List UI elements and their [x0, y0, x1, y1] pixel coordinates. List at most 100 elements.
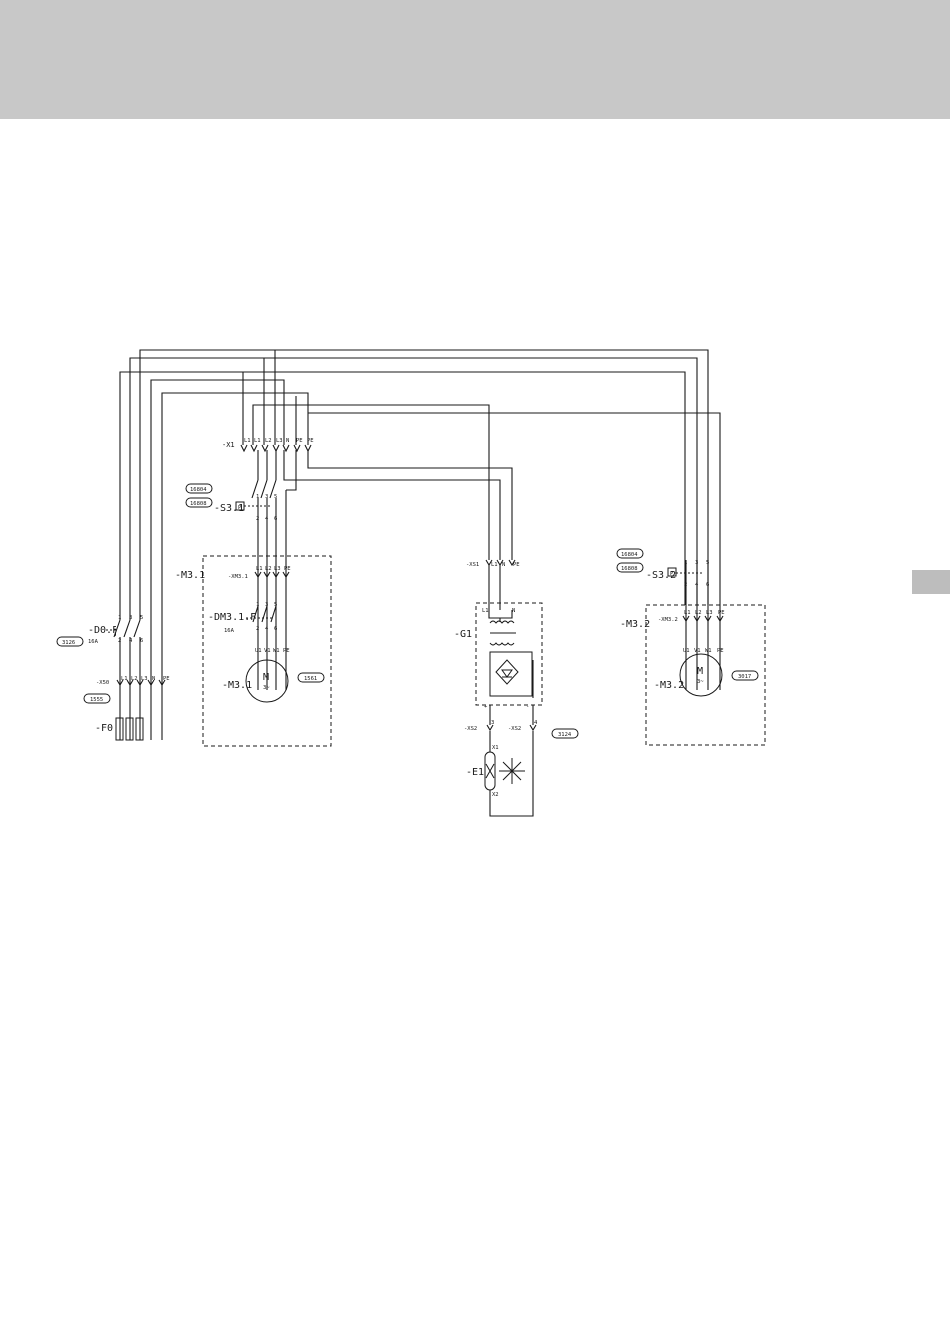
- lamp-terminal: X2: [492, 792, 499, 798]
- e1-label: -E1: [466, 767, 484, 778]
- motor-phase: 3~: [697, 679, 704, 685]
- motor-m31-circle: [245, 659, 289, 703]
- x1-terminal: PE: [307, 438, 314, 444]
- d0f-label: -D0.F: [88, 625, 118, 636]
- g1-input: L1: [482, 608, 489, 614]
- motor-terminal: W1: [273, 648, 280, 654]
- x1-label: -X1: [222, 441, 235, 449]
- pressure-symbol: P: [670, 571, 674, 577]
- motor-terminal: U1: [255, 648, 262, 654]
- xm31-terminal: L1: [256, 566, 263, 572]
- motor-terminal: V1: [264, 648, 271, 654]
- motor-terminal: V1: [694, 648, 701, 654]
- xm32-terminal: L1: [684, 610, 691, 616]
- contact-number: 6: [274, 626, 277, 632]
- ref-tag: 16808: [190, 501, 207, 507]
- xm31-terminal: L3: [274, 566, 281, 572]
- xm32-label: -XM3.2: [658, 617, 678, 623]
- ref-tag: 1561: [304, 676, 317, 682]
- dm31f-label: -DM3.1.F: [208, 612, 256, 623]
- contact-number: 5: [274, 494, 277, 500]
- xm32-terminal: L3: [706, 610, 713, 616]
- xs1-label: -XS1: [466, 562, 479, 568]
- contact-number: 5: [140, 615, 143, 621]
- ref-tag: 3124: [558, 732, 572, 738]
- d0f-breaker: -D0.F 16A 1 3 5 2 4 6 3126: [56, 615, 146, 647]
- contact-number: 2: [684, 582, 687, 588]
- contact-number: 5: [706, 560, 709, 566]
- bus-wiring: [119, 349, 721, 740]
- m31-box-label: -M3.1: [175, 570, 205, 581]
- g1-label: -G1: [454, 629, 472, 640]
- contact-number: 4: [265, 626, 269, 632]
- motor-symbol: M: [697, 666, 703, 677]
- d0f-rating: 16A: [88, 639, 99, 645]
- x50-terminal-strip: -X50 L1 L2 L3 N PE 1555: [83, 676, 170, 704]
- contact-number: 6: [706, 582, 709, 588]
- xs1-connector: -XS1 L1 N PE: [466, 559, 520, 568]
- dc-polarity: +: [484, 704, 488, 710]
- motor-terminal: PE: [717, 648, 724, 654]
- ref-tag: 3017: [738, 674, 751, 680]
- motor-m32-circle: [679, 653, 723, 697]
- x1-terminal: L1: [244, 438, 251, 444]
- x50-terminal: PE: [163, 676, 170, 682]
- x50-terminal: L3: [141, 676, 148, 682]
- header-band: [0, 0, 950, 119]
- contact-number: 6: [274, 516, 277, 522]
- contact-number: 2: [256, 516, 259, 522]
- ref-tag: 1555: [90, 697, 103, 703]
- dc-polarity: -: [526, 704, 529, 710]
- contact-number: 3: [265, 602, 268, 608]
- xs2-connector: -XS2 -XS2 3 4 3124: [464, 705, 579, 739]
- ref-tag: 16804: [190, 487, 207, 493]
- ref-tag: 3126: [62, 640, 75, 646]
- chapter-tab: [912, 570, 950, 594]
- xm32-terminal: PE: [718, 610, 725, 616]
- s31-label: -S3.1: [214, 503, 244, 514]
- s32-switch: 16804 16808 -S3.2 P 1 3 5 2 4 6: [616, 548, 709, 588]
- m31-unit: -M3.1 -XM3.1 L1 L2 L3 PE -DM3.1.F 16A 1 …: [175, 555, 332, 747]
- g1-power-supply: -G1 L1 N + -: [454, 602, 543, 710]
- m32-unit: -M3.2 -XM3.2 L1 L2 L3 PE U1 V1 W1 PE M 3…: [620, 604, 766, 746]
- ref-tag: 16804: [621, 552, 638, 558]
- lamp-terminal: X1: [492, 745, 499, 751]
- contact-number: 1: [256, 602, 259, 608]
- contact-number: 3: [129, 615, 132, 621]
- contact-number: 4: [129, 638, 133, 644]
- xs2-terminal: 4: [534, 720, 538, 726]
- x50-label: -X50: [96, 680, 109, 686]
- motor-symbol: M: [263, 672, 269, 683]
- contact-number: 5: [274, 602, 277, 608]
- xs1-terminal: N: [502, 562, 505, 568]
- x1-terminal: PE: [296, 438, 303, 444]
- contact-number: 1: [118, 615, 121, 621]
- x1-terminal: L1: [254, 438, 261, 444]
- x1-terminal: L2: [265, 438, 272, 444]
- xs2-left-label: -XS2: [464, 726, 477, 732]
- xm31-label: -XM3.1: [228, 574, 248, 580]
- contact-number: 2: [256, 626, 259, 632]
- motor-terminal: U1: [683, 648, 690, 654]
- f0-label: -F0: [95, 723, 113, 734]
- xm32-terminal: L2: [695, 610, 702, 616]
- x50-terminal: L2: [131, 676, 138, 682]
- dm31f-rating: 16A: [224, 628, 235, 634]
- contact-number: 1: [684, 560, 687, 566]
- xs2-right-label: -XS2: [508, 726, 521, 732]
- s32-label: -S3.2: [646, 570, 676, 581]
- contact-number: 3: [265, 494, 268, 500]
- xm31-terminal: L2: [265, 566, 272, 572]
- contact-number: 3: [695, 560, 698, 566]
- xs2-terminal: 3: [491, 720, 494, 726]
- motor-phase: 3~: [263, 685, 270, 691]
- contact-number: 4: [265, 516, 269, 522]
- contact-number: 2: [118, 638, 121, 644]
- xm31-terminal: PE: [284, 566, 291, 572]
- ref-tag: 16808: [621, 566, 638, 572]
- x50-terminal: N: [152, 676, 155, 682]
- contact-number: 1: [256, 494, 259, 500]
- xs1-terminal: PE: [513, 562, 520, 568]
- xs1-terminal: L1: [491, 562, 498, 568]
